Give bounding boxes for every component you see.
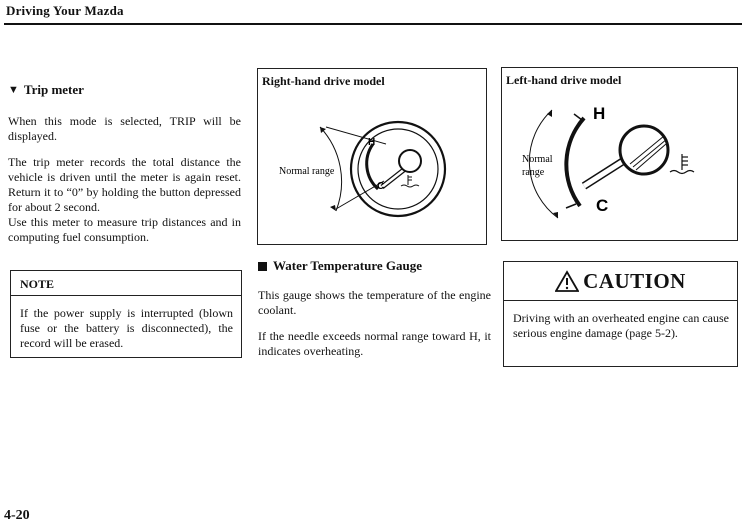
- right-hand-drive-figure: Right-hand drive model H C Normal range: [257, 68, 487, 245]
- page-number: 4-20: [4, 508, 30, 523]
- gauge-h-label-right: H: [368, 137, 375, 148]
- gauge-h-label-left: H: [593, 104, 605, 123]
- right-figure-caption: Right-hand drive model: [262, 74, 385, 88]
- normal-range-label-left-1: Normal: [522, 154, 553, 165]
- gauge-c-label-right: C: [377, 181, 384, 192]
- left-figure-caption: Left-hand drive model: [506, 73, 622, 87]
- header-title: Driving Your Mazda: [6, 3, 124, 18]
- coolant-temperature-icon-left: [669, 154, 695, 175]
- gauge-c-label-left: C: [596, 196, 608, 215]
- normal-range-label-left-2: range: [522, 167, 545, 178]
- page-header: Driving Your Mazda: [4, 3, 742, 25]
- note-body: If the power supply is interrupted (blow…: [20, 306, 233, 350]
- trip-meter-heading: ▼ Trip meter: [8, 82, 241, 98]
- trip-paragraph-2: The trip meter records the total distanc…: [8, 155, 241, 214]
- temperature-gauge-illustration-right: H C Normal range: [279, 120, 447, 218]
- left-hand-drive-figure: Left-hand drive model H C Normal range: [501, 67, 738, 241]
- note-title: NOTE: [11, 271, 241, 296]
- caution-header: CAUTION: [504, 262, 737, 301]
- temperature-gauge-illustration-left: H C Normal range: [522, 104, 695, 219]
- note-box: NOTE If the power supply is interrupted …: [10, 270, 242, 358]
- square-bullet-icon: [258, 261, 267, 271]
- coolant-temperature-icon: [400, 175, 420, 188]
- trip-paragraph-3: Use this meter to measure trip distances…: [8, 215, 241, 244]
- trip-meter-title: Trip meter: [23, 82, 84, 97]
- water-temp-section: Water Temperature Gauge This gauge shows…: [258, 258, 491, 370]
- water-temp-heading: Water Temperature Gauge: [258, 258, 491, 274]
- caution-title: CAUTION: [583, 268, 686, 293]
- trip-meter-section: ▼ Trip meter When this mode is selected,…: [8, 82, 241, 256]
- water-paragraph-2: If the needle exceeds normal range towar…: [258, 329, 491, 358]
- water-temp-title: Water Temperature Gauge: [273, 258, 423, 273]
- warning-triangle-icon: [555, 270, 580, 292]
- triangle-down-icon: ▼: [8, 84, 19, 96]
- normal-range-label-right: Normal range: [279, 166, 335, 177]
- trip-paragraph-1: When this mode is selected, TRIP will be…: [8, 114, 241, 143]
- caution-box: CAUTION Driving with an overheated engin…: [503, 261, 738, 367]
- water-paragraph-1: This gauge shows the temperature of the …: [258, 288, 491, 317]
- caution-body: Driving with an overheated engine can ca…: [513, 311, 729, 340]
